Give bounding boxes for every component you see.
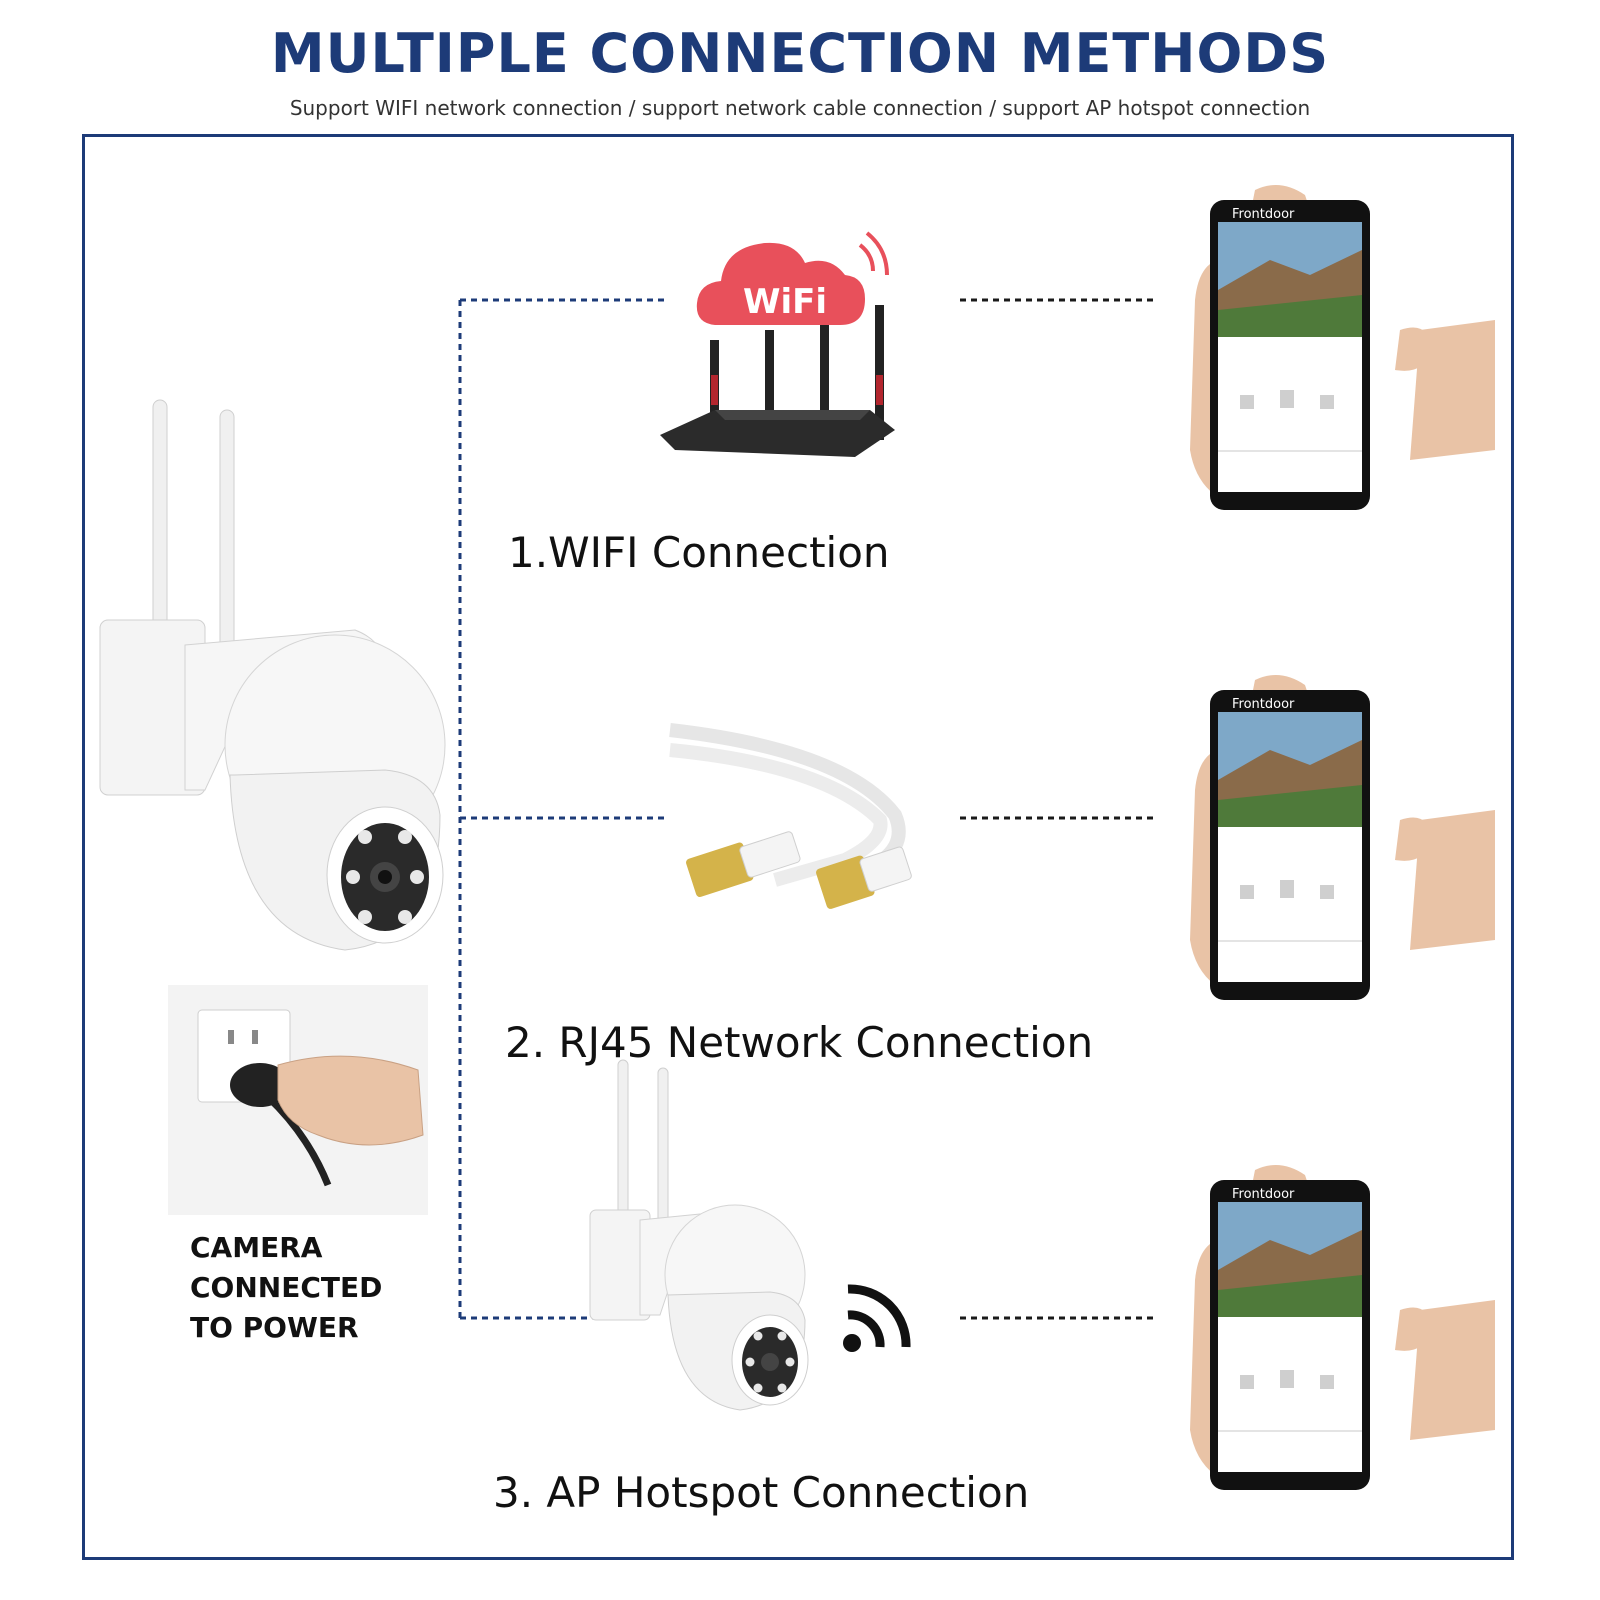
phone-image-3: Frontdoor [1190, 1165, 1495, 1490]
phone-screen-title: Frontdoor [1232, 1187, 1295, 1202]
wifi-cloud-icon: WiFi [696, 231, 889, 325]
phone-image-2: Frontdoor [1190, 675, 1495, 1000]
hotspot-camera-image [589, 1059, 809, 1411]
power-outlet-image [168, 985, 428, 1215]
wireless-signal-icon [843, 1284, 911, 1352]
page-subtitle: Support WIFI network connection / suppor… [289, 96, 1311, 120]
rj45-connection-label: 2. RJ45 Network Connection [505, 1018, 1094, 1067]
phone-screen-title: Frontdoor [1232, 207, 1295, 222]
power-label-line: CONNECTED [190, 1271, 383, 1304]
wifi-cloud-text: WiFi [743, 282, 827, 322]
diagram-frame [82, 134, 1514, 1560]
page-title: MULTIPLE CONNECTION METHODS [270, 22, 1330, 85]
power-label-line: CAMERA [190, 1231, 323, 1264]
ap-hotspot-connection-label: 3. AP Hotspot Connection [493, 1468, 1030, 1517]
phone-image-1: Frontdoor [1190, 185, 1495, 510]
power-label: CAMERA CONNECTED TO POWER [190, 1228, 382, 1348]
camera-image [99, 399, 446, 951]
phone-screen-title: Frontdoor [1232, 697, 1295, 712]
wifi-router-image: WiFi [660, 231, 895, 457]
router-icon [660, 305, 895, 457]
rj45-cable-image [669, 723, 912, 909]
power-label-line: TO POWER [190, 1311, 359, 1344]
wifi-connection-label: 1.WIFI Connection [508, 528, 890, 577]
